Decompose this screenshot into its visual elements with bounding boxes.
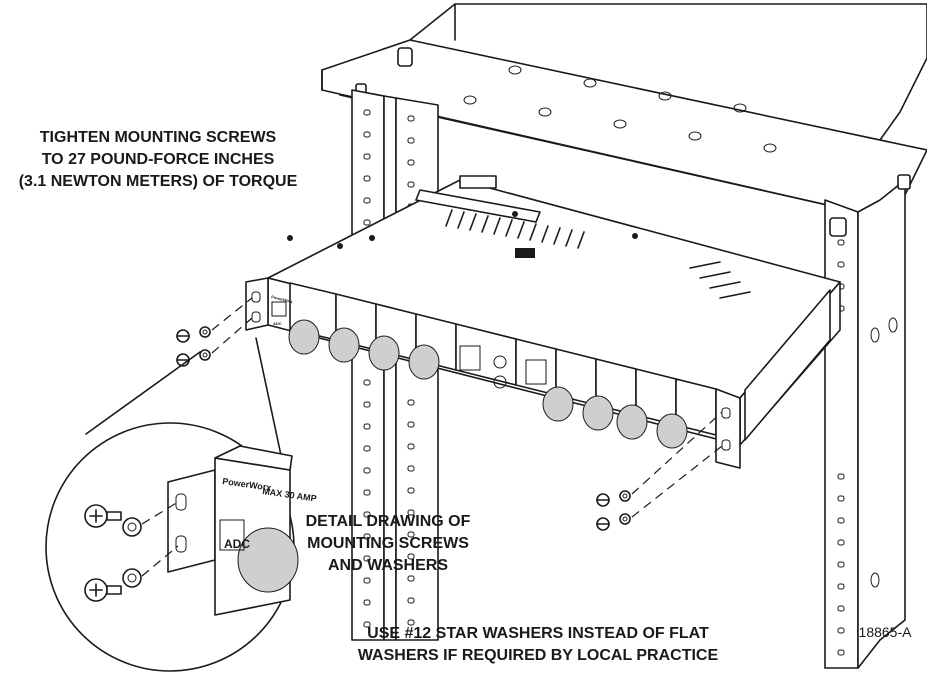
washer-note: USE #12 STAR WASHERS INSTEAD OF FLAT WAS… bbox=[358, 625, 719, 664]
detail-callout bbox=[45, 337, 299, 672]
panel-vent-slots bbox=[445, 209, 751, 299]
torque-note: TIGHTEN MOUNTING SCREWS TO 27 POUND-FORC… bbox=[19, 129, 298, 190]
right-rail-holes bbox=[837, 239, 898, 656]
power-distribution-panel bbox=[245, 175, 841, 469]
detail-note-line-1: DETAIL DRAWING OF bbox=[306, 513, 471, 530]
torque-note-line-1: TIGHTEN MOUNTING SCREWS bbox=[40, 129, 277, 146]
breaker-knob-icon bbox=[288, 319, 688, 449]
panel-logo: ADC bbox=[273, 321, 282, 326]
torque-note-line-2: TO 27 POUND-FORCE INCHES bbox=[42, 151, 275, 168]
washer-icon bbox=[199, 326, 631, 525]
torque-note-line-3: (3.1 NEWTON METERS) OF TORQUE bbox=[19, 173, 298, 190]
washer-note-line-2: WASHERS IF REQUIRED BY LOCAL PRACTICE bbox=[358, 647, 719, 664]
left-rail-holes bbox=[363, 109, 415, 628]
panel-logo-detail: ADC bbox=[224, 537, 250, 551]
detail-note-line-3: AND WASHERS bbox=[328, 557, 448, 574]
panel-brand: PowerWorx bbox=[271, 294, 294, 304]
detail-note: DETAIL DRAWING OF MOUNTING SCREWS AND WA… bbox=[306, 513, 471, 574]
figure-id: 18865-A bbox=[859, 624, 913, 640]
washer-note-line-1: USE #12 STAR WASHERS INSTEAD OF FLAT bbox=[367, 625, 709, 642]
mounting-screws bbox=[176, 297, 723, 531]
detail-note-line-2: MOUNTING SCREWS bbox=[307, 535, 469, 552]
